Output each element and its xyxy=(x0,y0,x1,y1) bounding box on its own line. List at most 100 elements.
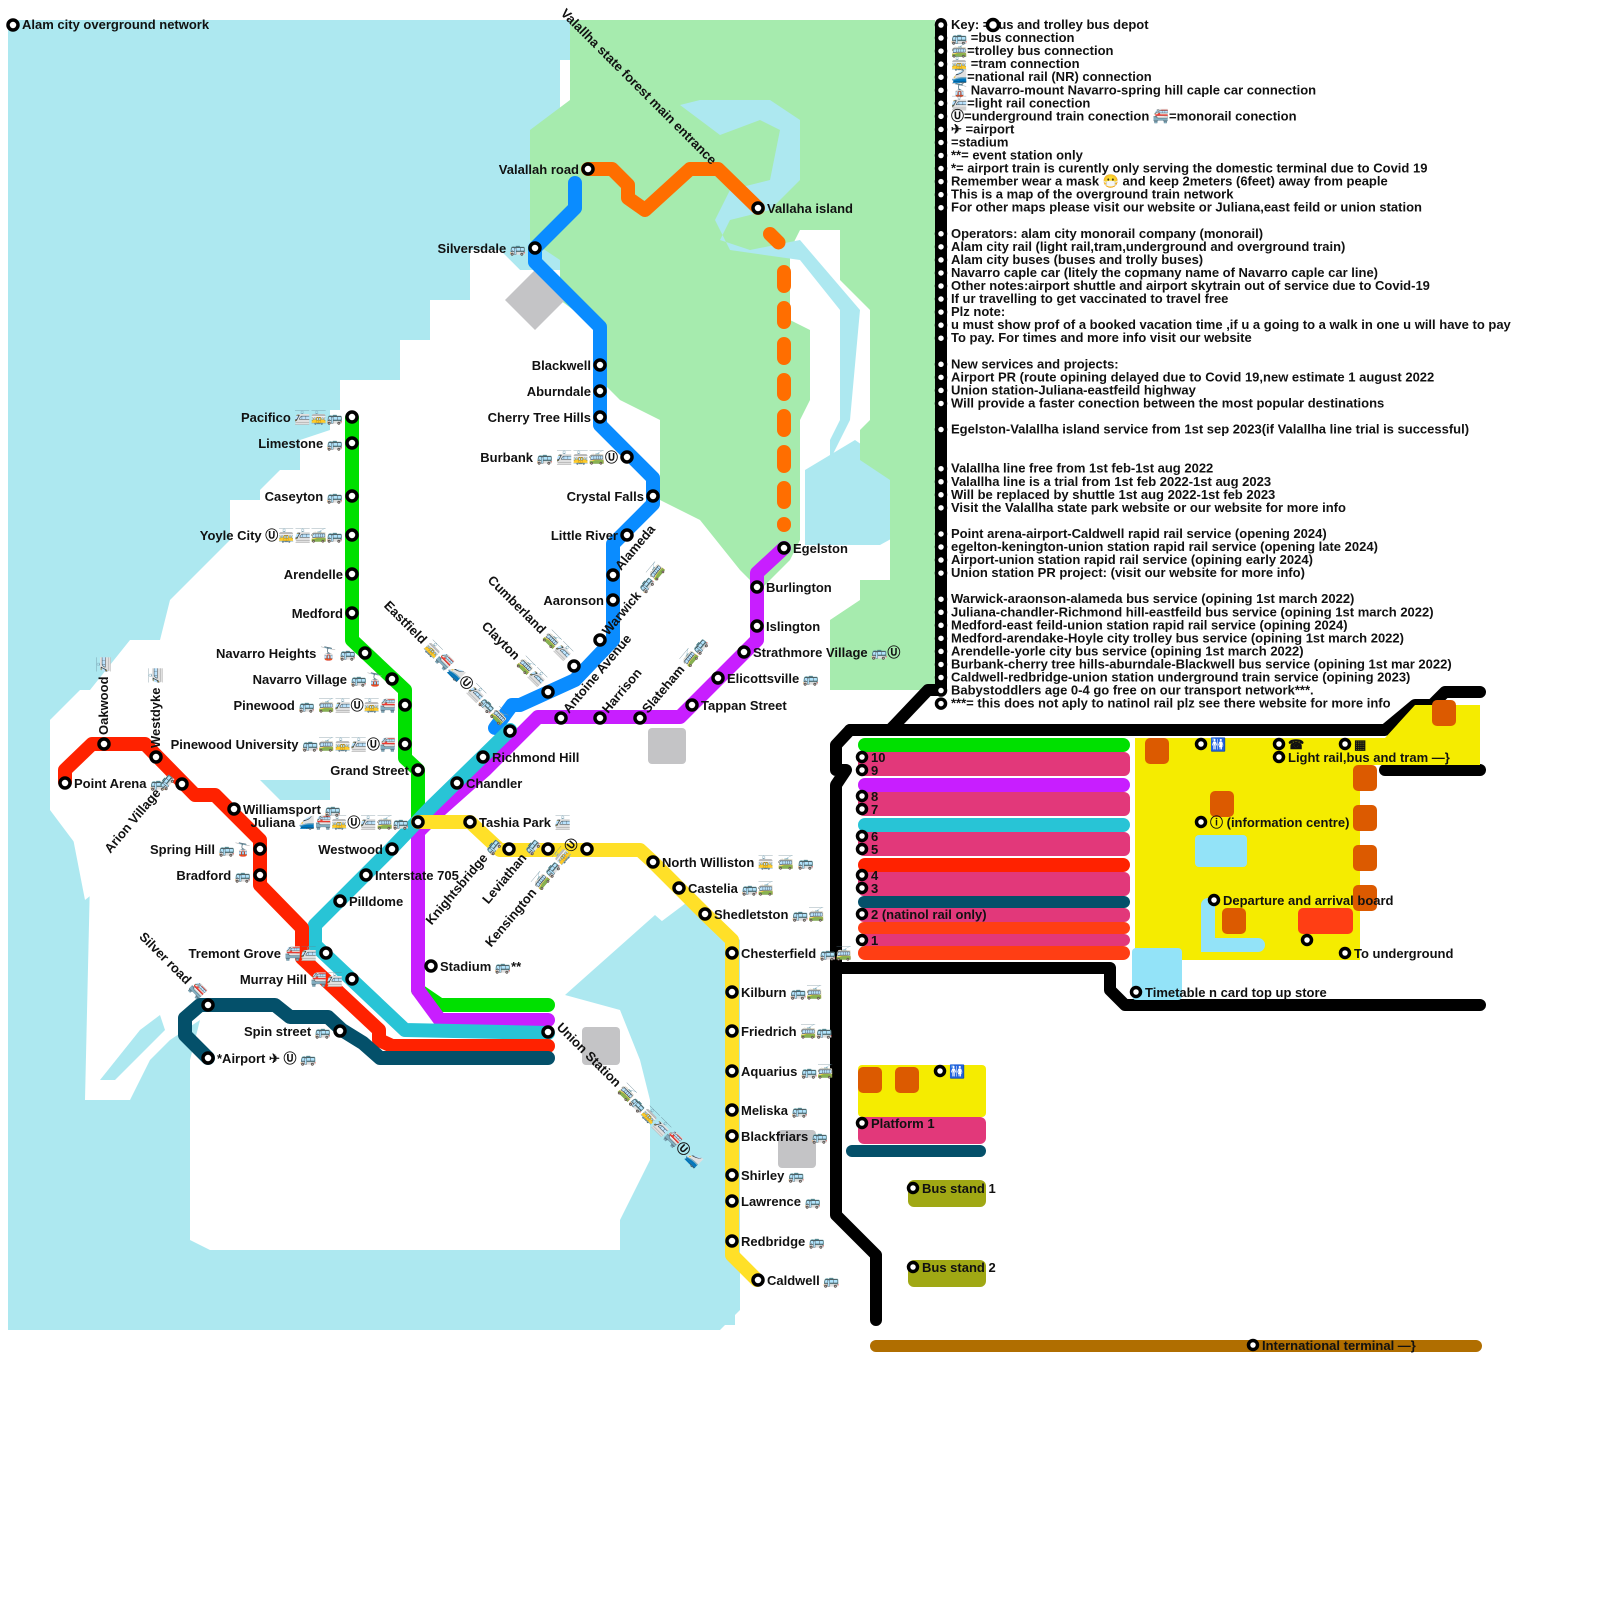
plan-marker[interactable] xyxy=(1272,737,1286,751)
international-terminal[interactable]: International terminal —} xyxy=(1246,1338,1416,1353)
station-vallaha-island[interactable]: Vallaha island xyxy=(751,201,853,216)
platform-2[interactable] xyxy=(858,908,1130,922)
station-tremont-grove[interactable]: Tremont Grove 🚝🚈 xyxy=(189,946,333,961)
platform-marker[interactable] xyxy=(855,881,869,895)
station-marker[interactable] xyxy=(541,842,555,856)
platform-1-label[interactable]: Platform 1 xyxy=(855,1116,935,1131)
station-caseyton[interactable]: Caseyton 🚌 xyxy=(265,489,359,504)
station-marker[interactable] xyxy=(398,698,412,712)
platform-marker[interactable] xyxy=(855,750,869,764)
plan-marker[interactable] xyxy=(1129,985,1143,999)
station-caldwell[interactable]: Caldwell 🚌 xyxy=(751,1273,840,1288)
plan-marker[interactable] xyxy=(1246,1338,1260,1352)
station-marker[interactable] xyxy=(567,659,581,673)
plan-marker[interactable] xyxy=(1272,750,1286,764)
station-yoyle-city[interactable]: Yoyle City Ⓤ🚋🚈🚎🚌 xyxy=(200,528,359,543)
station-williamsport[interactable]: Williamsport 🚌 xyxy=(227,802,341,817)
station-marker[interactable] xyxy=(606,593,620,607)
station-marker[interactable] xyxy=(593,633,607,647)
platform-marker[interactable] xyxy=(855,789,869,803)
station-spin-street[interactable]: Spin street 🚌 xyxy=(244,1024,347,1039)
platform-marker[interactable] xyxy=(855,907,869,921)
station-marker[interactable] xyxy=(502,842,516,856)
station-marker[interactable] xyxy=(554,711,568,725)
bus-stand-1[interactable]: Bus stand 1 xyxy=(906,1181,996,1196)
station-murray-hill[interactable]: Murray Hill 🚝🚈 xyxy=(240,972,359,987)
station-marker[interactable] xyxy=(201,998,215,1012)
toilets[interactable]: 🚻 xyxy=(1194,737,1227,752)
station-blackwell[interactable]: Blackwell xyxy=(532,358,607,373)
station-marker[interactable] xyxy=(593,384,607,398)
station-egelston[interactable]: Egelston xyxy=(777,541,848,556)
phone[interactable]: ☎ xyxy=(1272,737,1305,752)
station-westdyke[interactable]: Westdyke 🚈 xyxy=(148,668,163,764)
station-navarro-heights[interactable]: Navarro Heights 🚡 🚌 xyxy=(216,646,372,661)
station-point-arena[interactable]: Point Arena 🚌 xyxy=(58,776,166,791)
station-marker[interactable] xyxy=(385,842,399,856)
station-pinewood-university[interactable]: Pinewood University 🚌🚎🚋🚈Ⓤ🚝 xyxy=(171,737,412,752)
station-marker[interactable] xyxy=(385,672,399,686)
station-marker[interactable] xyxy=(646,489,660,503)
station-marker[interactable] xyxy=(253,842,267,856)
platform-marker[interactable] xyxy=(855,933,869,947)
bus-stand-2[interactable]: Bus stand 2 xyxy=(906,1260,996,1275)
station-interstate-705[interactable]: Interstate 705 xyxy=(359,868,459,883)
station-marker[interactable] xyxy=(149,750,163,764)
station-burlington[interactable]: Burlington xyxy=(750,580,832,595)
station-shirley[interactable]: Shirley 🚌 xyxy=(725,1168,804,1183)
info-centre[interactable]: ⓘ (information centre) xyxy=(1194,815,1350,830)
station-stadium[interactable]: Stadium 🚌** xyxy=(424,959,522,974)
station-marker[interactable] xyxy=(345,528,359,542)
station-redbridge[interactable]: Redbridge 🚌 xyxy=(725,1234,825,1249)
station-marker[interactable] xyxy=(97,737,111,751)
international-terminal-corridor[interactable] xyxy=(870,1340,1482,1352)
station-kilburn[interactable]: Kilburn 🚌🚎 xyxy=(725,985,822,1000)
station-valallah-road[interactable]: Valallah road xyxy=(499,162,595,177)
station-marker[interactable] xyxy=(606,568,620,582)
bus-stand-1-area[interactable] xyxy=(908,1180,986,1207)
station-marker[interactable] xyxy=(227,802,241,816)
plan-marker[interactable] xyxy=(1207,893,1221,907)
station-marker[interactable] xyxy=(476,750,490,764)
platform-marker[interactable] xyxy=(855,829,869,843)
plan-marker[interactable] xyxy=(906,1181,920,1195)
station-marker[interactable] xyxy=(345,567,359,581)
station-marker[interactable] xyxy=(175,777,189,791)
station-marker[interactable] xyxy=(751,201,765,215)
station-marker[interactable] xyxy=(450,776,464,790)
platform-4-3[interactable] xyxy=(858,872,1130,896)
station-little-river[interactable]: Little River xyxy=(551,528,634,543)
station-marker[interactable] xyxy=(646,855,660,869)
light-rail-exit[interactable]: Light rail,bus and tram —} xyxy=(1272,750,1450,765)
station-aquarius[interactable]: Aquarius 🚌🚎 xyxy=(725,1064,833,1079)
station-marker[interactable] xyxy=(345,436,359,450)
station-marker[interactable] xyxy=(633,711,647,725)
station-slateham[interactable]: Slateham 🚎🚌 xyxy=(633,634,711,725)
station-cherry-tree-hills[interactable]: Cherry Tree Hills xyxy=(488,410,607,425)
station-marker[interactable] xyxy=(725,1064,739,1078)
station-marker[interactable] xyxy=(725,985,739,999)
station-marker[interactable] xyxy=(58,776,72,790)
station-marker[interactable] xyxy=(751,1273,765,1287)
station-marker[interactable] xyxy=(541,685,555,699)
station-navarro-village[interactable]: Navarro Village 🚌🚡 xyxy=(253,672,399,687)
station-marker[interactable] xyxy=(581,162,595,176)
plan-marker[interactable] xyxy=(1338,946,1352,960)
station-marker[interactable] xyxy=(333,1024,347,1038)
plan-marker[interactable] xyxy=(1338,737,1352,751)
station-marker[interactable] xyxy=(620,528,634,542)
station-shedletston[interactable]: Shedletston 🚌🚎 xyxy=(698,907,824,922)
station-marker[interactable] xyxy=(725,1234,739,1248)
station-marker[interactable] xyxy=(620,450,634,464)
station-marker[interactable] xyxy=(725,1168,739,1182)
station-warwick[interactable]: Warwick 🚌🚎 xyxy=(593,561,667,647)
platform-6-5[interactable] xyxy=(858,832,1130,856)
station-marker[interactable] xyxy=(463,815,477,829)
station-cumberland[interactable]: Cumberland 🚎🚈 xyxy=(485,572,581,673)
underground-access-marker[interactable] xyxy=(1300,933,1314,947)
platform-10-9[interactable] xyxy=(858,752,1130,776)
station-aburndale[interactable]: Aburndale xyxy=(527,384,607,399)
station-elicottsville[interactable]: Elicottsville 🚌 xyxy=(711,671,819,686)
station-limestone[interactable]: Limestone 🚌 xyxy=(258,436,359,451)
orange-line[interactable] xyxy=(581,162,765,217)
